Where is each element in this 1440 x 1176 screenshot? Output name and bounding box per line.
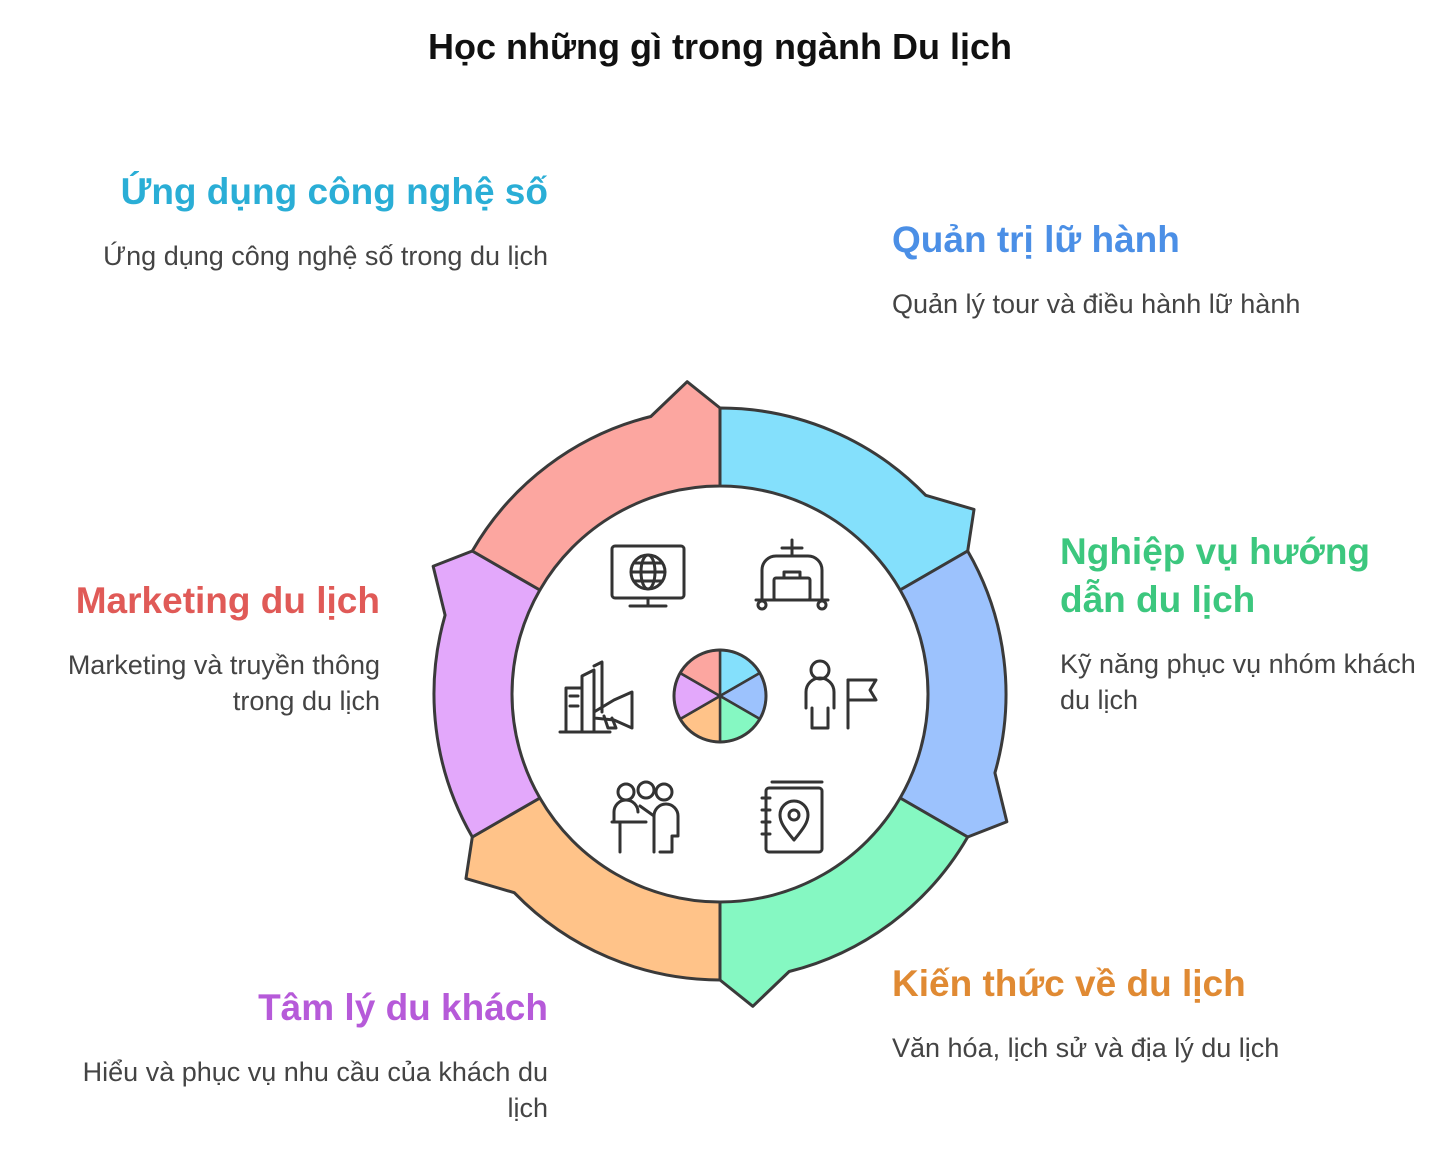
presenter-audience-icon xyxy=(610,780,680,854)
megaphone-city-icon xyxy=(558,660,634,734)
luggage-cart-icon xyxy=(754,538,830,611)
item-digital-technology: Ứng dụng công nghệ số Ứng dụng công nghệ… xyxy=(68,168,548,274)
item-title: Kiến thức về du lịch xyxy=(892,963,1246,1004)
item-description: Ứng dụng công nghệ số trong du lịch xyxy=(103,241,548,271)
ring-segment-tech xyxy=(718,406,976,592)
ring-segment-marketing xyxy=(470,380,722,592)
item-title: Tâm lý du khách xyxy=(258,987,548,1028)
item-tourist-psychology: Tâm lý du khách Hiểu và phục vụ nhu cầu … xyxy=(68,984,548,1126)
guide-flag-icon xyxy=(804,659,878,730)
item-tourism-knowledge: Kiến thức về du lịch Văn hóa, lịch sử và… xyxy=(892,960,1372,1066)
item-title: Marketing du lịch xyxy=(75,580,380,621)
item-title: Quản trị lữ hành xyxy=(892,219,1180,260)
center-pie xyxy=(672,648,768,744)
pie-outline xyxy=(672,648,768,744)
map-book-icon xyxy=(760,780,824,854)
item-travel-management: Quản trị lữ hành Quản lý tour và điều hà… xyxy=(892,216,1372,322)
computer-globe-icon xyxy=(610,544,686,608)
item-description: Văn hóa, lịch sử và địa lý du lịch xyxy=(892,1033,1280,1063)
item-description: Quản lý tour và điều hành lữ hành xyxy=(892,289,1301,319)
ring-segment-knowledge xyxy=(464,796,722,982)
item-title: Nghiệp vụ hướng dẫn du lịch xyxy=(1060,531,1371,620)
ring-segment-tour xyxy=(898,549,1009,839)
item-description: Marketing và truyền thông trong du lịch xyxy=(67,650,380,716)
ring-segment-psych xyxy=(431,549,542,839)
item-description: Hiểu và phục vụ nhu cầu của khách du lịc… xyxy=(82,1057,548,1123)
item-tourism-marketing: Marketing du lịch Marketing và truyền th… xyxy=(20,577,380,719)
page-title: Học những gì trong ngành Du lịch xyxy=(428,26,1012,67)
item-tour-guiding: Nghiệp vụ hướng dẫn du lịch Kỹ năng phục… xyxy=(1060,528,1430,718)
item-title: Ứng dụng công nghệ số xyxy=(120,171,548,212)
item-description: Kỹ năng phục vụ nhóm khách du lịch xyxy=(1060,649,1416,715)
